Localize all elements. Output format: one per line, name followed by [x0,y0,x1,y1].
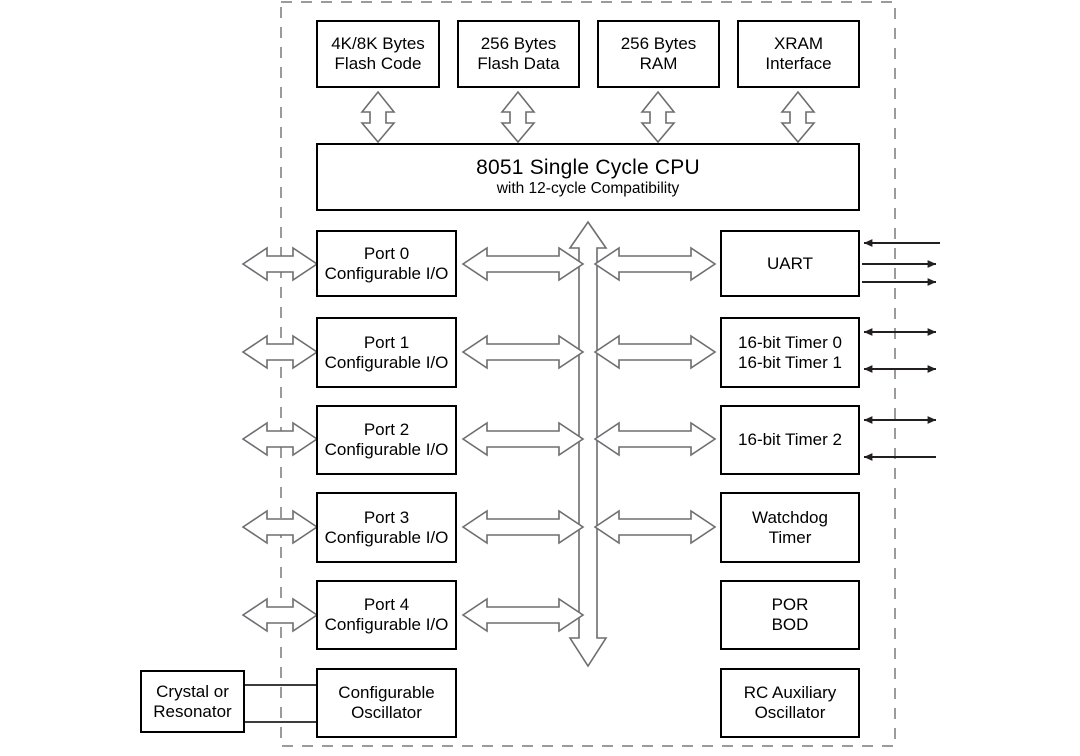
crystal-line1: Crystal or [156,681,229,701]
peripheral-block-por-bod[interactable]: POR BOD [720,580,860,650]
port-0-line2: Configurable I/O [324,263,449,283]
memory-block-flash-code[interactable]: 4K/8K Bytes Flash Code [316,20,440,88]
memory-block-flash-data[interactable]: 256 Bytes Flash Data [457,20,580,88]
timer-2-label: 16-bit Timer 2 [738,430,842,450]
flash-code-line1: 4K/8K Bytes [331,34,425,54]
timer01-signal-lines [863,328,937,373]
port-block-4[interactable]: Port 4 Configurable I/O [316,580,457,650]
cpu-block[interactable]: 8051 Single Cycle CPU with 12-cycle Comp… [316,143,860,211]
port-block-0[interactable]: Port 0 Configurable I/O [316,230,457,297]
configurable-osc-line1: Configurable [338,683,435,703]
peripheral-block-timer-0-1[interactable]: 16-bit Timer 0 16-bit Timer 1 [720,317,860,388]
flash-data-line2: Flash Data [477,54,560,73]
ram-line2: RAM [639,54,678,73]
configurable-oscillator-block[interactable]: Configurable Oscillator [316,668,457,738]
bod-label: BOD [771,615,809,634]
rc-aux-line1: RC Auxiliary [743,683,837,703]
crystal-oscillator-connectors [245,684,317,723]
port-3-line2: Configurable I/O [324,527,449,547]
peripheral-bus-arrows [593,246,717,545]
uart-label: UART [767,253,813,273]
memory-block-ram[interactable]: 256 Bytes RAM [597,20,720,88]
port-1-line2: Configurable I/O [324,352,449,372]
watchdog-line2: Timer [768,527,812,547]
cpu-title: 8051 Single Cycle CPU [476,155,700,179]
uart-signal-lines [862,239,940,286]
port-4-line2: Configurable I/O [324,615,449,634]
ram-line1: 256 Bytes [620,34,697,54]
external-io-arrows [241,246,319,633]
timer2-signal-lines [863,416,937,461]
port-block-3[interactable]: Port 3 Configurable I/O [316,492,457,563]
por-label: POR [771,595,809,615]
crystal-line2: Resonator [153,701,232,721]
crystal-or-resonator-block[interactable]: Crystal or Resonator [140,670,245,733]
port-bus-arrows [461,246,585,633]
peripheral-block-uart[interactable]: UART [720,230,860,297]
port-3-line1: Port 3 [363,507,410,527]
chip-boundary-dashed [280,1,896,747]
timer-1-label: 16-bit Timer 1 [738,352,842,372]
timer-0-label: 16-bit Timer 0 [738,332,842,352]
port-block-2[interactable]: Port 2 Configurable I/O [316,405,457,475]
port-block-1[interactable]: Port 1 Configurable I/O [316,317,457,388]
cpu-subtitle: with 12-cycle Compatibility [496,180,680,198]
xram-line1: XRAM [773,34,824,54]
xram-line2: Interface [765,54,832,73]
port-2-line1: Port 2 [363,420,410,440]
peripheral-block-watchdog-timer[interactable]: Watchdog Timer [720,492,860,563]
flash-data-line1: 256 Bytes [480,34,557,54]
memory-block-xram-interface[interactable]: XRAM Interface [737,20,860,88]
configurable-osc-line2: Oscillator [351,703,422,722]
port-0-line1: Port 0 [363,243,410,263]
flash-code-line2: Flash Code [334,54,422,73]
system-bus-arrow [568,220,608,668]
port-2-line2: Configurable I/O [324,440,449,459]
port-1-line1: Port 1 [363,332,410,352]
rc-aux-line2: Oscillator [754,703,826,722]
peripheral-block-rc-aux-oscillator[interactable]: RC Auxiliary Oscillator [720,668,860,738]
watchdog-line1: Watchdog [752,507,828,527]
memory-cpu-bus-arrows [360,90,816,144]
port-4-line1: Port 4 [363,595,410,615]
peripheral-block-timer-2[interactable]: 16-bit Timer 2 [720,405,860,475]
